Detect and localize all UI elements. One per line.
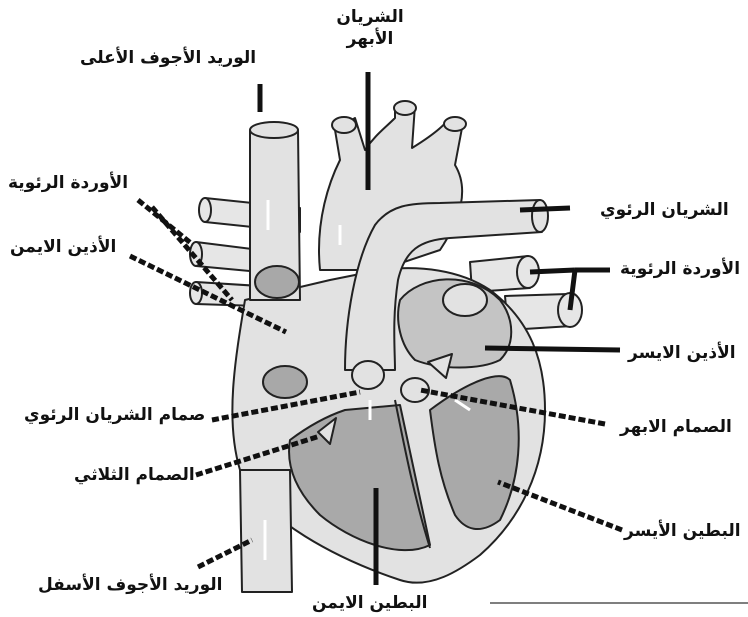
aorta-branch-2 [394, 101, 416, 115]
label-aorta: الشريان الأبهر [320, 6, 420, 50]
label-aortic-valve: الصمام الابهر [620, 416, 732, 438]
label-aorta-line1: الشريان [320, 6, 420, 28]
aorta-branch-3 [444, 117, 466, 131]
aorta-branch-1 [332, 117, 356, 133]
label-pulmonary-valve: صمام الشريان الرئوي [24, 404, 205, 426]
label-right-ventricle: البطين الايمن [312, 592, 427, 614]
label-aorta-line2: الأبهر [320, 28, 420, 50]
label-pulmonary-artery: الشريان الرئوي [600, 199, 729, 221]
label-inferior-vena-cava: الوريد الأجوف الأسفل [38, 574, 222, 596]
pulmonary-valve [352, 361, 384, 389]
label-pulmonary-veins-left: الأوردة الرئوية [8, 172, 128, 194]
svc-opening [255, 266, 299, 298]
label-superior-vena-cava: الوريد الأجوف الأعلى [80, 47, 256, 69]
ivc-opening [263, 366, 307, 398]
label-right-atrium: الأذين الايمن [10, 236, 116, 258]
label-pulmonary-veins-right: الأوردة الرئوية [620, 258, 740, 280]
label-left-atrium: الأذين الايسر [628, 342, 736, 364]
label-left-ventricle: البطين الأيسر [624, 520, 741, 542]
left-atrium-inner [443, 284, 487, 316]
label-tricuspid-valve: الصمام الثلاثي [74, 464, 195, 486]
